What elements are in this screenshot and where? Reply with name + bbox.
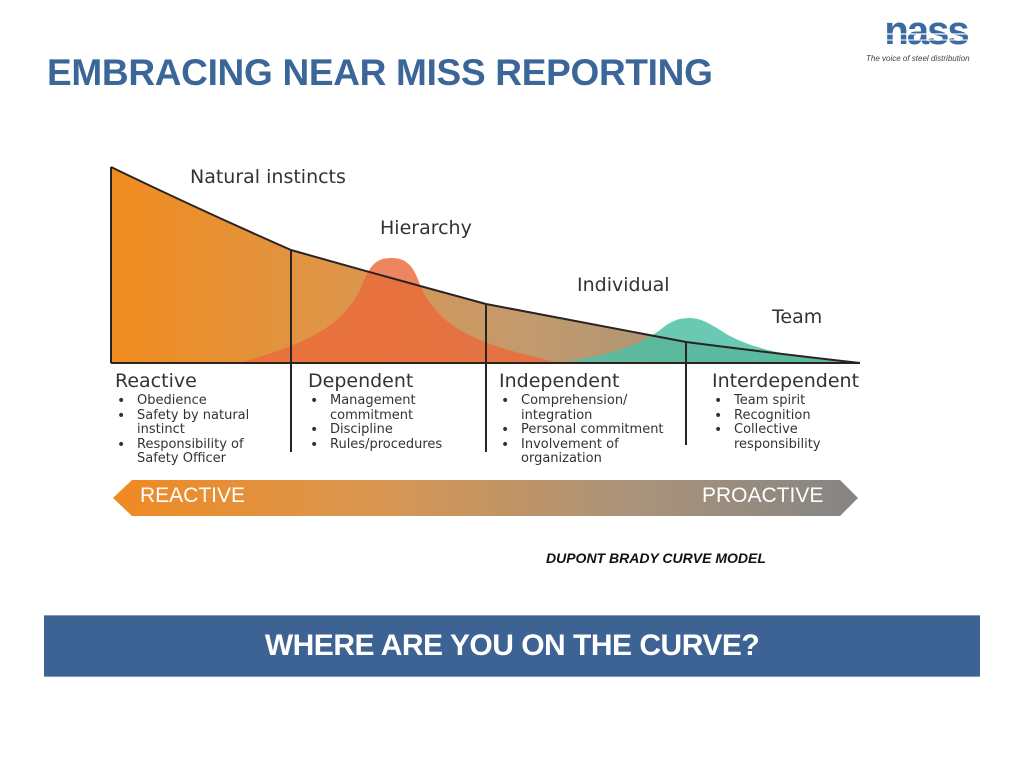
main-curve-area bbox=[111, 167, 860, 363]
stage-bullets: Comprehension/ integration Personal comm… bbox=[499, 393, 684, 467]
arrow-label-proactive: PROACTIVE bbox=[702, 484, 824, 507]
team-bell bbox=[560, 318, 860, 363]
bullet-item: Involvement of organization bbox=[501, 437, 626, 467]
reactive-proactive-arrow bbox=[113, 480, 858, 516]
stage-independent: Independent Comprehension/ integration P… bbox=[499, 370, 684, 467]
logo-tagline: The voice of steel distribution bbox=[866, 54, 970, 63]
stage-bullets: Management commitment Discipline Rules/p… bbox=[308, 393, 478, 453]
banner-text: WHERE ARE YOU ON THE CURVE? bbox=[264, 629, 760, 662]
bullet-item: Recognition bbox=[714, 408, 882, 424]
nass-wordmark-icon: nass bbox=[870, 14, 982, 50]
stage-heading: Interdependent bbox=[712, 370, 860, 392]
bullet-item: Collective responsibility bbox=[714, 422, 834, 452]
label-team: Team bbox=[772, 306, 823, 328]
svg-text:nass: nass bbox=[884, 14, 968, 50]
curve-outline bbox=[110, 166, 861, 364]
question-banner: WHERE ARE YOU ON THE CURVE? bbox=[44, 615, 980, 677]
diagram-caption: DUPONT BRADY CURVE MODEL bbox=[546, 550, 766, 566]
bullet-item: Personal commitment bbox=[501, 422, 684, 438]
stage-bullets: Team spirit Recognition Collective respo… bbox=[712, 393, 882, 452]
bullet-item: Safety by natural instinct bbox=[117, 408, 262, 438]
stage-heading: Independent bbox=[499, 370, 620, 392]
bullet-item: Obedience bbox=[117, 393, 285, 409]
bullet-item: Team spirit bbox=[714, 393, 882, 409]
page-title: EMBRACING NEAR MISS REPORTING bbox=[47, 52, 713, 93]
stage-reactive: Reactive Obedience Safety by natural ins… bbox=[115, 370, 285, 467]
label-natural-instincts: Natural instincts bbox=[190, 166, 346, 188]
bullet-item: Responsibility of Safety Officer bbox=[117, 437, 262, 467]
label-individual: Individual bbox=[577, 274, 670, 296]
bullet-item: Discipline bbox=[310, 422, 478, 438]
hierarchy-bell bbox=[240, 258, 560, 363]
arrow-label-reactive: REACTIVE bbox=[140, 484, 246, 507]
stage-bullets: Obedience Safety by natural instinct Res… bbox=[115, 393, 285, 467]
stage-interdependent: Interdependent Team spirit Recognition C… bbox=[712, 370, 882, 452]
nass-logo: nass The voice of steel distribution bbox=[866, 14, 992, 66]
bullet-item: Rules/procedures bbox=[310, 437, 478, 453]
bullet-item: Management commitment bbox=[310, 393, 430, 423]
stage-dependent: Dependent Management commitment Discipli… bbox=[308, 370, 478, 452]
bullet-item: Comprehension/ integration bbox=[501, 393, 636, 423]
label-hierarchy: Hierarchy bbox=[380, 217, 472, 239]
stage-heading: Reactive bbox=[115, 370, 197, 392]
stage-heading: Dependent bbox=[308, 370, 414, 392]
